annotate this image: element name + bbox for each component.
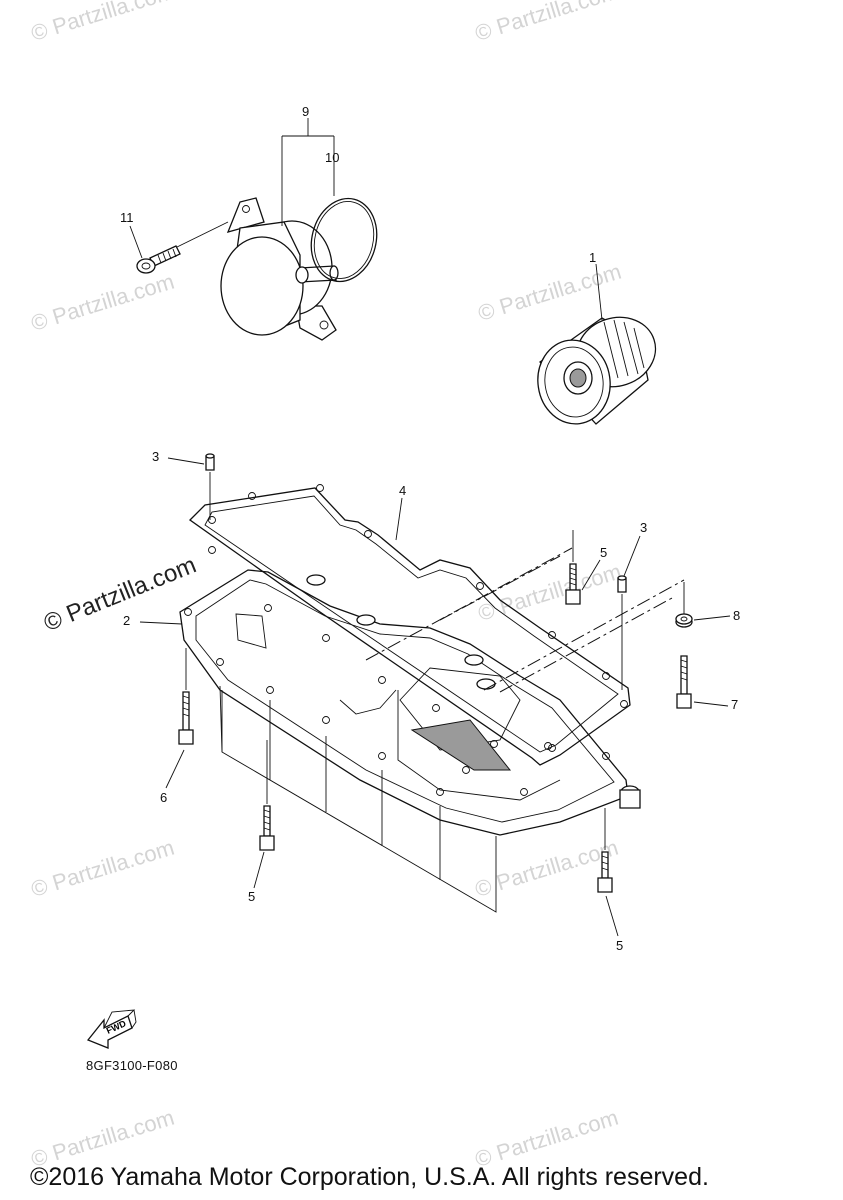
fwd-arrow-icon: FWD: [86, 1009, 137, 1049]
callout-5: 5: [248, 889, 256, 904]
callout-7: 7: [731, 697, 739, 712]
dowel-pin: [205, 453, 215, 471]
dowel-pin: [617, 575, 627, 593]
bolt: [676, 655, 692, 709]
callout-5: 5: [600, 545, 608, 560]
callout-10: 10: [325, 150, 340, 165]
bolt: [178, 691, 194, 745]
oil-cooler: [174, 197, 339, 341]
oil-filter: [537, 316, 657, 425]
leader-lines: [129, 118, 731, 937]
copyright-notice: ©2016 Yamaha Motor Corporation, U.S.A. A…: [30, 1163, 709, 1191]
callout-2: 2: [123, 613, 131, 628]
oil-pan: [179, 569, 641, 913]
callout-11: 11: [120, 210, 134, 225]
callout-9: 9: [302, 104, 310, 119]
o-ring: [310, 197, 378, 283]
union-bolt: [136, 245, 181, 274]
washer: [675, 613, 693, 628]
callout-5: 5: [616, 938, 624, 953]
gasket: [188, 484, 631, 766]
callout-3: 3: [152, 449, 160, 464]
callout-4: 4: [399, 483, 407, 498]
callout-6: 6: [160, 790, 168, 805]
bolt: [597, 851, 613, 893]
callout-8: 8: [733, 608, 741, 623]
diagram-code: 8GF3100-F080: [86, 1058, 178, 1073]
callout-3: 3: [640, 520, 648, 535]
bolt: [259, 805, 275, 851]
bolt: [565, 563, 581, 605]
callout-1: 1: [589, 250, 597, 265]
